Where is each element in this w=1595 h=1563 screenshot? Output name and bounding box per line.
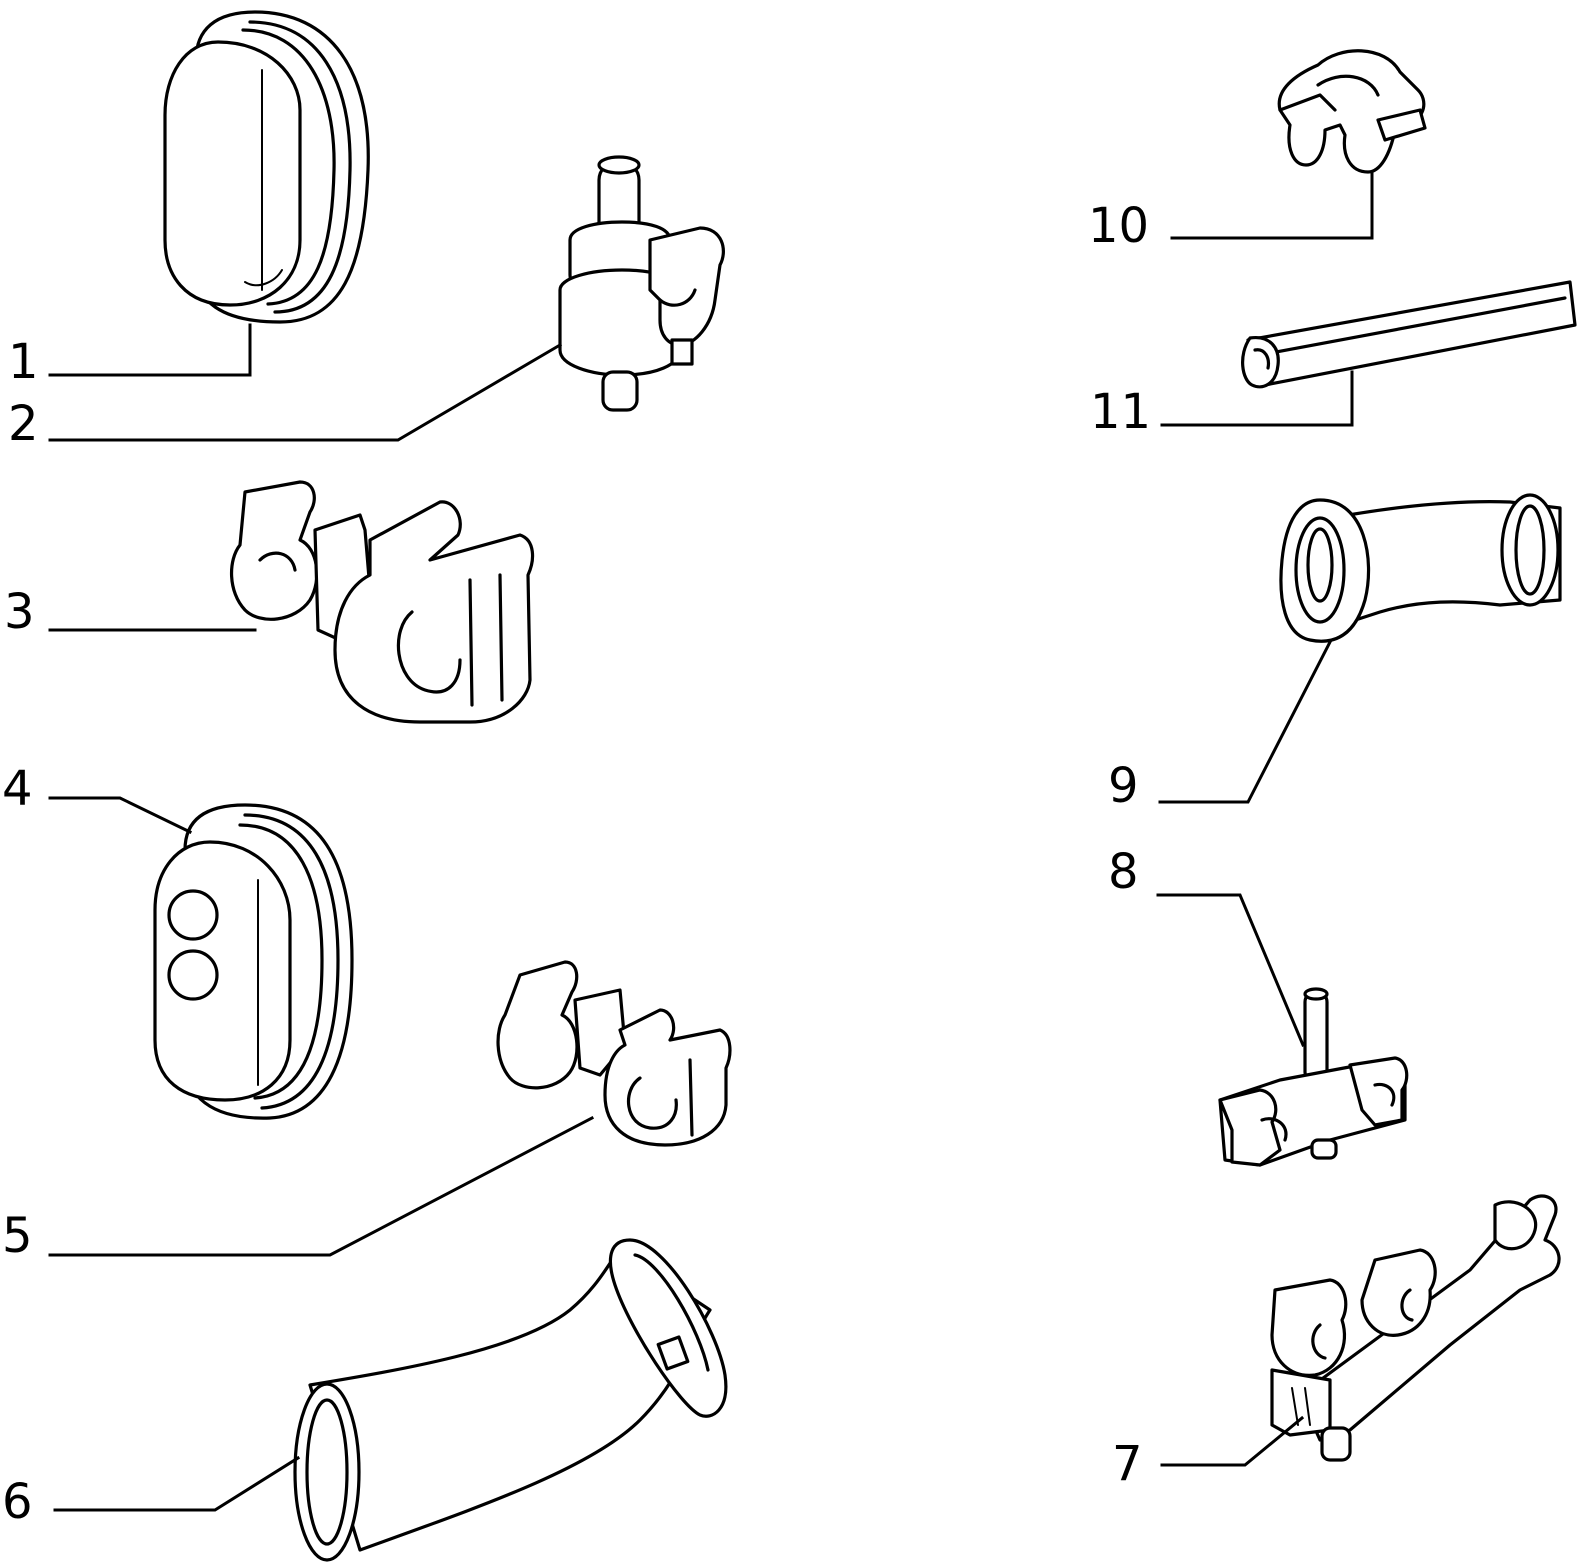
part-4-two-hole-grommet: [153, 803, 354, 1120]
part-8-t-pin-clip: [1218, 987, 1409, 1167]
callout-9: 9: [1108, 758, 1139, 814]
callout-2: 2: [8, 396, 39, 452]
callout-7: 7: [1112, 1436, 1143, 1492]
part-9-elbow-sleeve: [1279, 493, 1562, 643]
callout-5: 5: [2, 1208, 33, 1264]
part-2-pin-clip: [558, 155, 725, 412]
part-11-edge-strip: [1241, 280, 1577, 389]
callout-10: 10: [1088, 198, 1149, 254]
callout-labels: 1 2 3 4 5 6 7 8 9 10 11: [2, 198, 1151, 1530]
callout-3: 3: [4, 584, 35, 640]
callout-8: 8: [1108, 844, 1139, 900]
leader-line-2: [48, 342, 563, 442]
leader-lines: [48, 170, 1374, 1512]
part-6-bent-sleeve: [293, 1238, 728, 1562]
leader-line-4: [48, 796, 193, 835]
leader-line-1: [48, 323, 252, 377]
part-10-small-clip: [1277, 49, 1427, 174]
part-5-double-clip-small: [496, 960, 732, 1147]
part-3-double-clip: [229, 480, 535, 724]
callout-6: 6: [2, 1474, 33, 1530]
part-7-multi-clip: [1270, 1194, 1561, 1462]
leader-line-10: [1170, 170, 1374, 240]
callout-4: 4: [2, 761, 33, 817]
callout-11: 11: [1090, 384, 1151, 440]
leader-line-5: [48, 1115, 595, 1257]
leader-line-6: [53, 1455, 301, 1512]
part-1-oval-grommet: [163, 10, 370, 324]
leader-line-7: [1160, 1415, 1305, 1467]
leader-line-9: [1158, 639, 1333, 804]
leader-line-8: [1156, 893, 1305, 1047]
leader-line-11: [1160, 370, 1354, 427]
callout-1: 1: [8, 334, 39, 390]
